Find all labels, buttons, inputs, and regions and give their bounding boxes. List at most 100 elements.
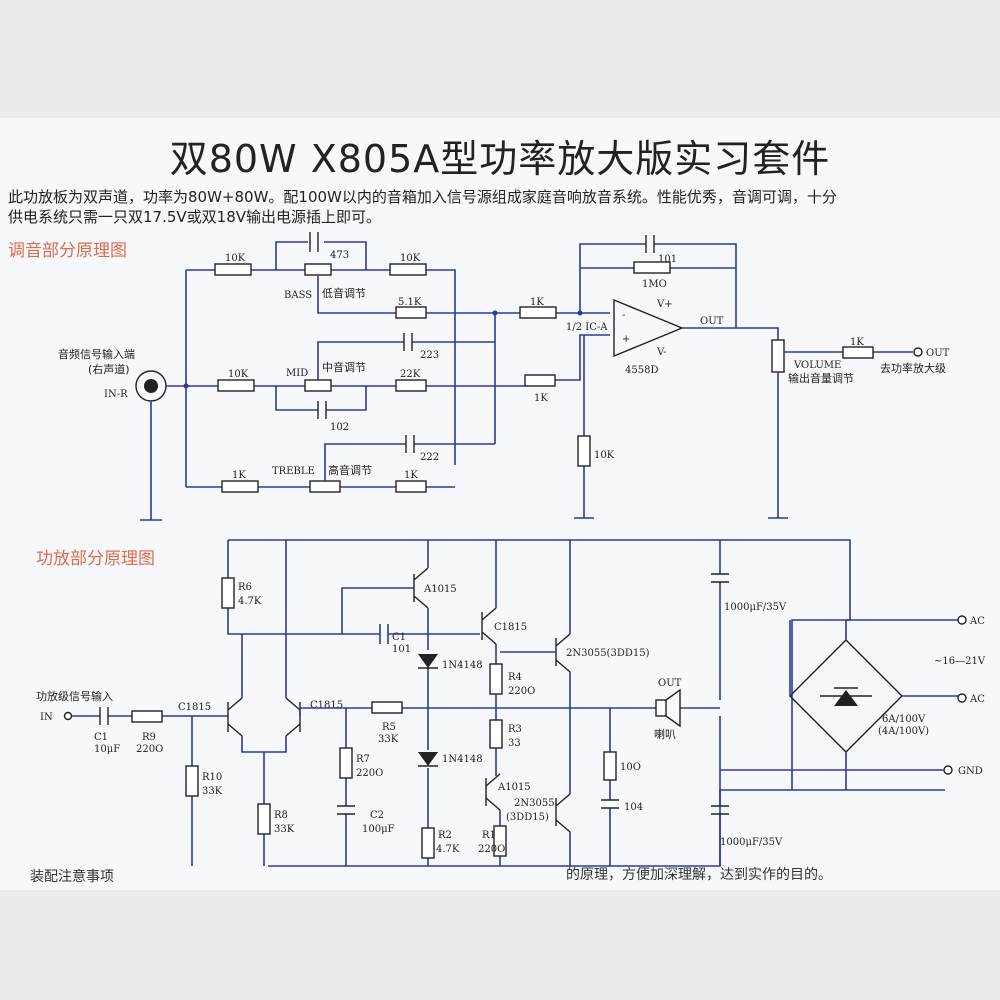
transistor-c1815-in-left: [227, 697, 243, 737]
label-c2-name: C2: [370, 810, 384, 821]
label-r5-value: 33K: [378, 734, 399, 745]
resistor-r10: [185, 765, 199, 797]
resistor-r5: [371, 701, 403, 714]
footer-note-left: 装配注意事项: [30, 869, 114, 885]
label-d-top: 1N4148: [442, 660, 483, 671]
label-bass-zh: 低音调节: [322, 286, 366, 300]
bass-row-wire: [186, 269, 456, 465]
label-r-10k-mid: 10K: [228, 369, 249, 380]
label-ic-out: OUT: [700, 316, 724, 327]
speaker-icon: [655, 699, 667, 717]
resistor-1k-treble-in: [221, 480, 259, 493]
label-ac-bottom: AC: [969, 694, 985, 705]
label-r7-name: R7: [356, 754, 370, 765]
r6-wire: [227, 540, 380, 698]
bass-potentiometer: [304, 263, 332, 276]
transistor-a1015-bottom: [485, 773, 501, 811]
label-ic-vplus: V+: [656, 299, 673, 310]
label-r10-value: 33K: [202, 786, 223, 797]
positive-rail: [228, 539, 851, 790]
page-title: 双80W X805A型功率放大版实习套件: [169, 137, 831, 181]
resistor-r4: [489, 663, 503, 695]
feedback-cap-wire: [579, 243, 737, 328]
resistor-1mo: [633, 261, 671, 274]
label-q-out-top: 2N3055(3DD15): [566, 648, 650, 659]
resistor-r7: [339, 747, 353, 779]
capacitor-222: [405, 435, 415, 453]
bridge-wire: [789, 620, 935, 790]
label-c-101-feedback: 101: [658, 254, 677, 265]
label-r-1mo: 1MO: [642, 279, 667, 290]
label-ic-plus: +: [622, 334, 630, 345]
a1015-top-base-wire: [341, 587, 414, 634]
label-ic-name: 1/2 IC-A: [566, 322, 608, 333]
resistor-r8: [257, 803, 271, 835]
volume-ground-wire: [768, 372, 788, 519]
label-treble: TREBLE: [272, 466, 315, 477]
tone-input-label-1: 音频信号输入端: [58, 347, 135, 361]
label-c1-input-name: C1: [94, 732, 108, 743]
transistor-2n3055-bottom: [555, 793, 571, 833]
capacitor-c2: [337, 805, 355, 815]
label-r-10k-bass-out: 10K: [400, 253, 421, 264]
diode-1n4148-bottom: [418, 752, 438, 766]
label-r10-name: R10: [202, 772, 222, 783]
resistor-10k-ground: [577, 435, 591, 467]
label-ac-top: AC: [969, 616, 985, 627]
label-r1-value: 220O: [478, 844, 505, 855]
capacitor-supply-bottom: [711, 805, 729, 815]
label-r2-name: R2: [438, 830, 452, 841]
transistor-c1815-driver: [481, 607, 497, 645]
label-r6-value: 4.7K: [238, 596, 262, 607]
label-cap-top: 1000μF/35V: [724, 602, 787, 613]
resistor-r9: [131, 710, 163, 723]
ac-terminal-top: [957, 615, 967, 625]
label-r4-name: R4: [508, 672, 522, 683]
label-r-10k-bass-in: 10K: [225, 253, 246, 264]
section-title-amp: 功放部分原理图: [36, 549, 155, 569]
label-r-10k-ground: 10K: [594, 450, 615, 461]
label-r8-name: R8: [274, 810, 288, 821]
bridge-diode-icon: [834, 690, 858, 706]
capacitor-supply-top: [711, 573, 729, 583]
resistor-1k-treble-out: [395, 480, 427, 493]
ic-ground-wire: [574, 335, 594, 519]
label-r-22k: 22K: [400, 369, 421, 380]
capacitor-473: [309, 232, 319, 252]
label-q-out-bottom-1: 2N3055: [514, 798, 555, 809]
label-r-zobel: 10O: [620, 762, 641, 773]
label-r-5k1: 5.1K: [398, 297, 422, 308]
label-bridge-2: (4A/100V): [878, 726, 929, 737]
label-c1-top-value: 101: [392, 644, 411, 655]
label-volume-zh: 输出音量调节: [788, 371, 854, 385]
label-r9-value: 220O: [136, 744, 163, 755]
label-r-1k-treble-out: 1K: [404, 470, 418, 481]
input-ground-wire: [140, 401, 162, 521]
paper-sheet: [0, 118, 1000, 890]
label-r-1k-treble-in: 1K: [232, 470, 246, 481]
footer-note-right: 的原理，方便加深理解，达到实作的目的。: [566, 867, 832, 883]
output-top-wire: [500, 540, 571, 708]
transistor-a1015-top: [413, 567, 429, 609]
label-speaker-out: OUT: [658, 678, 682, 689]
resistor-1k-out: [842, 346, 874, 359]
label-c1815-driver: C1815: [494, 622, 527, 633]
mid-potentiometer: [304, 379, 332, 392]
label-tone-out-zh: 去功率放大级: [880, 361, 946, 375]
label-treble-zh: 高音调节: [328, 463, 372, 477]
ic-output-wire: [682, 327, 779, 340]
tone-input-bus: [166, 270, 190, 487]
label-c-zobel: 104: [624, 802, 643, 813]
label-a1015-top: A1015: [423, 584, 457, 595]
label-q-in-left: C1815: [178, 702, 211, 713]
label-bass: BASS: [284, 290, 312, 301]
resistor-r1: [493, 825, 507, 857]
label-r5-name: R5: [382, 722, 396, 733]
label-r9-name: R9: [142, 732, 156, 743]
label-amp-in: IN: [40, 712, 53, 723]
label-c-473: 473: [330, 250, 349, 261]
tone-control-circuit: 音频信号输入端 (右声道) IN-R 10K 473 10K BASS 低音调节…: [58, 232, 950, 521]
resistor-r2: [421, 827, 435, 859]
tone-input-name: IN-R: [104, 389, 128, 400]
label-bridge-1: 6A/100V: [882, 714, 926, 725]
